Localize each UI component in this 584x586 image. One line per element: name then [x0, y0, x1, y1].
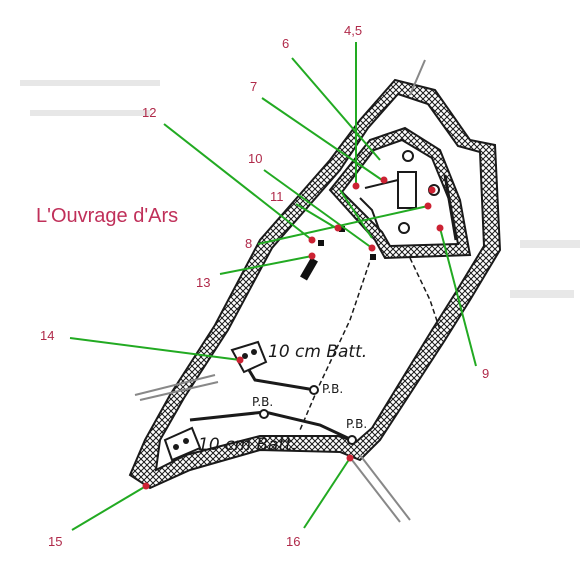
leader-11: [295, 203, 337, 229]
marker-7: [428, 186, 436, 194]
battery-upper-label: 10 cm Batt.: [268, 342, 367, 362]
marker-6: [380, 176, 388, 184]
leader-16: [303, 457, 351, 529]
observation-works: [359, 150, 440, 234]
background-ghost-text: [20, 80, 580, 298]
gallery-east: [409, 257, 441, 331]
gallery-main: [299, 254, 373, 431]
pb-node-2: [259, 409, 269, 419]
label-10: 10: [248, 151, 262, 166]
leader-9: [439, 227, 477, 367]
blockhouse-11: [339, 226, 345, 232]
access-road-north: [409, 59, 426, 96]
marker-9: [436, 224, 444, 232]
marker-16: [346, 454, 354, 462]
marker-8-target: [424, 202, 432, 210]
battery-lower-label: 10 cm Batt.: [198, 435, 297, 455]
leader-10: [263, 169, 373, 249]
leader-14: [69, 337, 241, 361]
label-7: 7: [250, 79, 257, 94]
label-8: 8: [245, 236, 252, 251]
pb-label-2: P.B.: [252, 395, 273, 409]
label-12: 12: [142, 105, 156, 120]
access-road-west-2: [139, 381, 219, 401]
pb-node-1: [309, 385, 319, 395]
marker-11: [334, 224, 342, 232]
leader-13: [219, 255, 313, 275]
pb-node-3: [347, 435, 357, 445]
diagram-title: L'Ouvrage d'Ars: [36, 205, 178, 227]
marker-15: [142, 482, 150, 490]
leader-15: [71, 485, 147, 531]
blockhouse-8: [318, 240, 324, 246]
pb-label-1: P.B.: [322, 382, 343, 396]
label-14: 14: [40, 328, 54, 343]
label-15: 15: [48, 534, 62, 549]
gallery-lower: [189, 410, 353, 442]
marker-45: [352, 182, 360, 190]
label-9: 9: [482, 366, 489, 381]
gallery-east-wall: [443, 174, 458, 241]
leader-12: [163, 123, 313, 241]
leader-10b: [339, 189, 373, 239]
blockhouse-13: [300, 257, 318, 281]
battery-upper-block: [230, 340, 268, 374]
leader-6: [291, 57, 381, 161]
battery-lower-block: [163, 426, 202, 462]
access-road-west: [134, 374, 216, 396]
blockhouse-10: [370, 254, 376, 260]
marker-13: [308, 252, 316, 260]
pb-label-3: P.B.: [346, 417, 367, 431]
access-road-south: [359, 454, 411, 521]
access-road-south-2: [351, 459, 401, 523]
target-markers: [142, 176, 444, 490]
leader-8: [257, 205, 429, 245]
marker-10: [368, 244, 376, 252]
label-16: 16: [286, 534, 300, 549]
label-4-5: 4,5: [344, 23, 362, 38]
marker-12: [308, 236, 316, 244]
leader-7: [261, 97, 383, 181]
leader-lines: [69, 42, 477, 531]
label-6: 6: [282, 36, 289, 51]
marker-14: [236, 356, 244, 364]
label-11: 11: [270, 189, 284, 204]
label-13: 13: [196, 275, 210, 290]
